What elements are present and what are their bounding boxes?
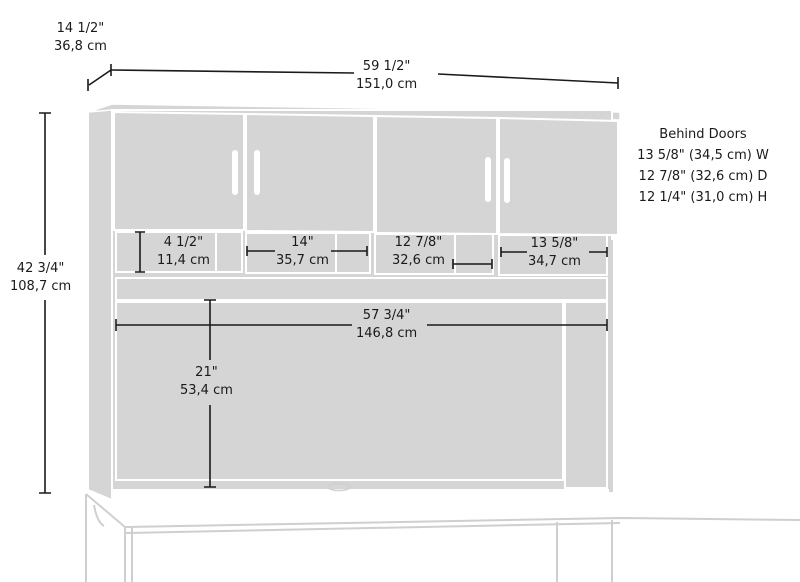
cubby-1-width-imperial: 14": [291, 235, 314, 250]
cubby-2-width-imperial: 12 7/8": [394, 235, 443, 250]
overall-height-metric: 108,7 cm: [10, 279, 72, 294]
open-height-dimension: 21" 53,4 cm: [180, 364, 233, 400]
behind-doors-width: 13 5/8" (34,5 cm) W: [637, 148, 769, 163]
grommet: [327, 482, 351, 492]
depth-dimension: 14 1/2" 36,8 cm: [54, 20, 107, 56]
cubby-3-width-metric: 34,7 cm: [528, 254, 581, 269]
cubby-2-width-dimension: 12 7/8" 32,6 cm: [392, 234, 445, 270]
cubby-3-width-dimension: 13 5/8" 34,7 cm: [528, 235, 581, 271]
cubby-height-metric: 11,4 cm: [157, 253, 210, 268]
right-inner-panel: [564, 301, 608, 489]
cubby-3-width-imperial: 13 5/8": [530, 236, 579, 251]
cubby-height-dimension: 4 1/2" 11,4 cm: [157, 234, 210, 270]
dimension-lines: [39, 64, 619, 494]
behind-doors-note: Behind Doors 13 5/8" (34,5 cm) W 12 7/8"…: [628, 124, 778, 208]
cubbies: [115, 231, 608, 276]
desk: [85, 493, 800, 582]
open-height-metric: 53,4 cm: [180, 383, 233, 398]
behind-doors-depth: 12 7/8" (32,6 cm) D: [638, 169, 768, 184]
inner-width-metric: 146,8 cm: [356, 326, 418, 341]
left-side-panel: [87, 102, 113, 502]
cubby-2-width-metric: 32,6 cm: [392, 253, 445, 268]
inner-width-dimension: 57 3/4" 146,8 cm: [356, 307, 417, 343]
inner-width-imperial: 57 3/4": [362, 308, 411, 323]
shelf: [115, 277, 608, 301]
cubby-1-width-metric: 35,7 cm: [276, 253, 329, 268]
overall-width-imperial: 59 1/2": [362, 59, 411, 74]
overall-width-dimension: 59 1/2" 151,0 cm: [356, 58, 417, 94]
open-area: [115, 301, 564, 481]
overall-height-imperial: 42 3/4": [16, 261, 65, 276]
behind-doors-height: 12 1/4" (31,0 cm) H: [638, 190, 768, 205]
overall-height-dimension: 42 3/4" 108,7 cm: [10, 260, 72, 296]
doors: [113, 110, 619, 237]
depth-imperial: 14 1/2": [56, 21, 105, 36]
cubby-1-width-dimension: 14" 35,7 cm: [276, 234, 329, 270]
behind-doors-title: Behind Doors: [659, 127, 747, 142]
door-handles: [232, 150, 510, 203]
open-height-imperial: 21": [195, 365, 218, 380]
cubby-height-imperial: 4 1/2": [163, 235, 204, 250]
overall-width-metric: 151,0 cm: [356, 77, 418, 92]
depth-metric: 36,8 cm: [54, 39, 107, 54]
